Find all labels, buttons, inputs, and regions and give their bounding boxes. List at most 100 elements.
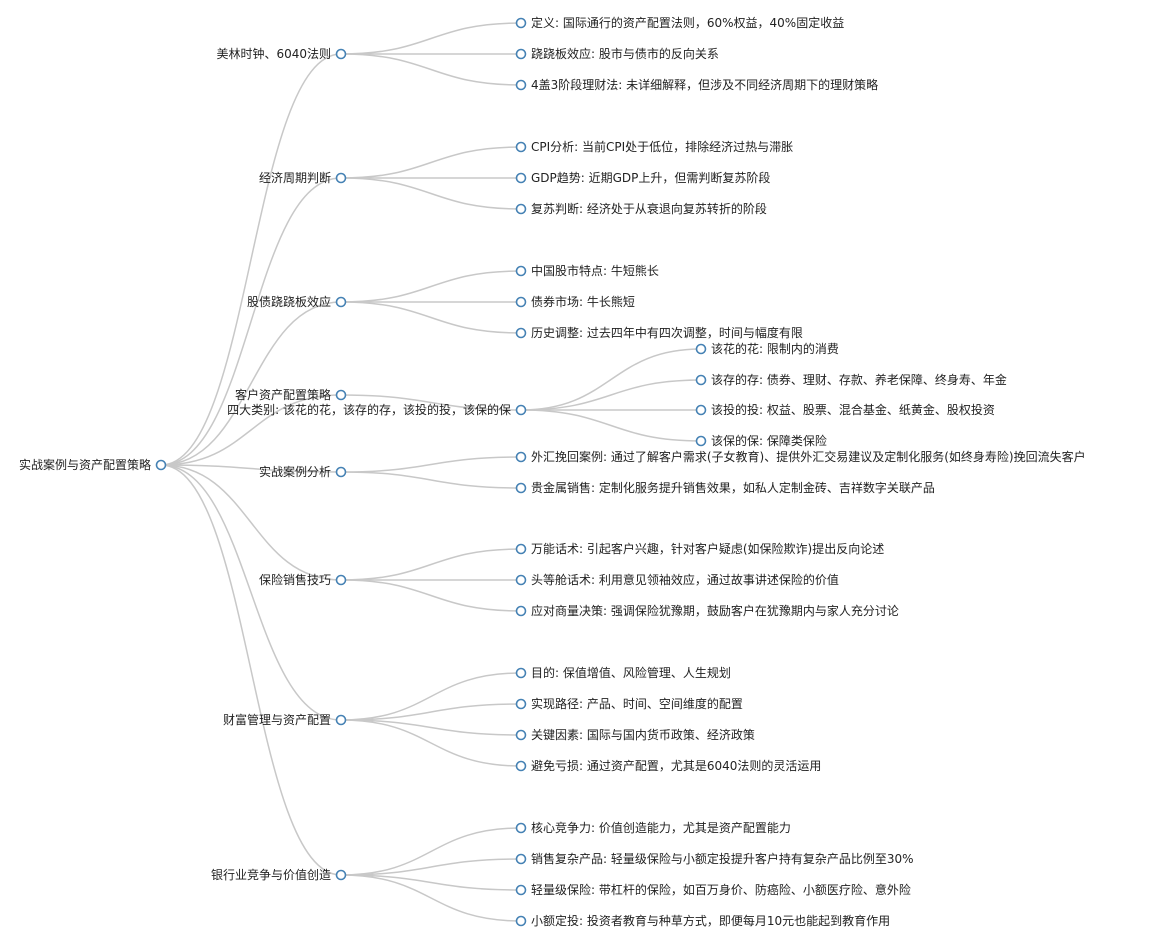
mindmap-node[interactable]: 实现路径: 产品、时间、空间维度的配置: [515, 696, 743, 711]
mindmap-node[interactable]: 历史调整: 过去四年中有四次调整，时间与幅度有限: [515, 325, 803, 340]
node-label: 核心竞争力: 价值创造能力，尤其是资产配置能力: [531, 820, 791, 835]
mindmap-node[interactable]: 核心竞争力: 价值创造能力，尤其是资产配置能力: [515, 820, 791, 835]
mindmap-link: [340, 874, 522, 922]
node-toggle-circle[interactable]: [515, 141, 527, 153]
mindmap-node[interactable]: 实战案例分析: [259, 464, 347, 479]
node-toggle-circle[interactable]: [515, 884, 527, 896]
node-toggle-circle[interactable]: [335, 714, 347, 726]
node-toggle-circle[interactable]: [515, 698, 527, 710]
mindmap-node[interactable]: 关键因素: 国际与国内货币政策、经济政策: [515, 727, 755, 742]
node-label: 跷跷板效应: 股市与债市的反向关系: [531, 46, 719, 61]
node-toggle-circle[interactable]: [335, 48, 347, 60]
node-toggle-circle[interactable]: [515, 915, 527, 927]
node-toggle-circle[interactable]: [515, 296, 527, 308]
node-label: 实现路径: 产品、时间、空间维度的配置: [531, 696, 743, 711]
mindmap-node[interactable]: GDP趋势: 近期GDP上升，但需判断复苏阶段: [515, 170, 771, 185]
node-label: 该存的存: 债券、理财、存款、养老保障、终身寿、年金: [711, 372, 1007, 387]
mindmap-node[interactable]: 避免亏损: 通过资产配置，尤其是6040法则的灵活运用: [515, 758, 822, 773]
mindmap-node[interactable]: 4盖3阶段理财法: 未详细解释，但涉及不同经济周期下的理财策略: [515, 77, 879, 92]
mindmap-node[interactable]: 该存的存: 债券、理财、存款、养老保障、终身寿、年金: [695, 372, 1007, 387]
node-toggle-circle[interactable]: [515, 172, 527, 184]
mindmap-node[interactable]: 该投的投: 权益、股票、混合基金、纸黄金、股权投资: [695, 402, 995, 417]
node-label: 四大类别: 该花的花，该存的存，该投的投，该保的保: [227, 402, 511, 417]
node-toggle-circle[interactable]: [695, 343, 707, 355]
mindmap-node[interactable]: 债券市场: 牛长熊短: [515, 294, 635, 309]
node-toggle-circle[interactable]: [515, 404, 527, 416]
mindmap-node[interactable]: CPI分析: 当前CPI处于低位，排除经济过热与滞胀: [515, 139, 794, 154]
node-toggle-circle[interactable]: [515, 265, 527, 277]
node-label: 债券市场: 牛长熊短: [531, 294, 635, 309]
node-label: 贵金属销售: 定制化服务提升销售效果，如私人定制金砖、吉祥数字关联产品: [531, 480, 935, 495]
node-toggle-circle[interactable]: [515, 729, 527, 741]
mindmap-node[interactable]: 应对商量决策: 强调保险犹豫期，鼓励客户在犹豫期内与家人充分讨论: [515, 603, 899, 618]
mindmap-node[interactable]: 万能话术: 引起客户兴趣，针对客户疑虑(如保险欺诈)提出反向论述: [515, 541, 885, 556]
mindmap-node[interactable]: 保险销售技巧: [259, 572, 347, 587]
mindmap-node[interactable]: 定义: 国际通行的资产配置法则，60%权益，40%固定收益: [515, 15, 845, 30]
node-toggle-circle[interactable]: [515, 17, 527, 29]
mindmap-link: [340, 177, 522, 210]
node-toggle-circle[interactable]: [335, 574, 347, 586]
mindmap-links: [160, 22, 702, 922]
mindmap-node[interactable]: 该花的花: 限制内的消费: [695, 341, 839, 356]
node-toggle-circle[interactable]: [335, 172, 347, 184]
node-label: 销售复杂产品: 轻量级保险与小额定投提升客户持有复杂产品比例至30%: [531, 851, 914, 866]
mindmap-node[interactable]: 轻量级保险: 带杠杆的保险，如百万身价、防癌险、小额医疗险、意外险: [515, 882, 911, 897]
node-label: 美林时钟、6040法则: [216, 46, 331, 61]
node-toggle-circle[interactable]: [515, 667, 527, 679]
mindmap-link: [340, 548, 522, 581]
node-toggle-circle[interactable]: [335, 869, 347, 881]
mindmap-node[interactable]: 客户资产配置策略: [235, 387, 347, 402]
mindmap-node[interactable]: 小额定投: 投资者教育与种草方式，即便每月10元也能起到教育作用: [515, 913, 891, 928]
mindmap-link: [160, 301, 342, 466]
mindmap-link: [340, 827, 522, 876]
node-toggle-circle[interactable]: [515, 203, 527, 215]
mindmap-node[interactable]: 美林时钟、6040法则: [216, 46, 347, 61]
node-toggle-circle[interactable]: [695, 435, 707, 447]
mindmap-node[interactable]: 目的: 保值增值、风险管理、人生规划: [515, 665, 731, 680]
node-label: 历史调整: 过去四年中有四次调整，时间与幅度有限: [531, 325, 803, 340]
mindmap-link: [160, 464, 342, 473]
node-toggle-circle[interactable]: [335, 389, 347, 401]
mindmap-node[interactable]: 外汇挽回案例: 通过了解客户需求(子女教育)、提供外汇交易建议及定制化服务(如终…: [515, 449, 1086, 464]
node-toggle-circle[interactable]: [515, 48, 527, 60]
mindmap-node[interactable]: 中国股市特点: 牛短熊长: [515, 263, 659, 278]
node-label: 保险销售技巧: [259, 572, 331, 587]
mindmap-link: [340, 394, 522, 411]
node-toggle-circle[interactable]: [515, 822, 527, 834]
node-toggle-circle[interactable]: [335, 466, 347, 478]
mindmap-node[interactable]: 销售复杂产品: 轻量级保险与小额定投提升客户持有复杂产品比例至30%: [515, 851, 914, 866]
mindmap-root-node[interactable]: 实战案例与资产配置策略: [19, 457, 167, 472]
node-toggle-circle[interactable]: [695, 374, 707, 386]
node-toggle-circle[interactable]: [515, 760, 527, 772]
node-toggle-circle[interactable]: [155, 459, 167, 471]
node-toggle-circle[interactable]: [335, 296, 347, 308]
node-toggle-circle[interactable]: [695, 404, 707, 416]
mindmap-node[interactable]: 复苏判断: 经济处于从衰退向复苏转折的阶段: [515, 201, 767, 216]
mindmap-link: [340, 270, 522, 303]
mindmap-node[interactable]: 经济周期判断: [259, 170, 347, 185]
mindmap-node[interactable]: 财富管理与资产配置: [223, 712, 347, 727]
node-label: 避免亏损: 通过资产配置，尤其是6040法则的灵活运用: [531, 758, 821, 773]
node-toggle-circle[interactable]: [515, 605, 527, 617]
mindmap-node[interactable]: 四大类别: 该花的花，该存的存，该投的投，该保的保: [227, 402, 527, 417]
node-toggle-circle[interactable]: [515, 853, 527, 865]
node-label: 实战案例与资产配置策略: [19, 457, 151, 472]
node-toggle-circle[interactable]: [515, 451, 527, 463]
node-label: 轻量级保险: 带杠杆的保险，如百万身价、防癌险、小额医疗险、意外险: [531, 882, 911, 897]
mindmap-node[interactable]: 头等舱话术: 利用意见领袖效应，通过故事讲述保险的价值: [515, 572, 839, 587]
node-label: 关键因素: 国际与国内货币政策、经济政策: [531, 727, 755, 742]
node-toggle-circle[interactable]: [515, 79, 527, 91]
mindmap-node[interactable]: 跷跷板效应: 股市与债市的反向关系: [515, 46, 719, 61]
node-toggle-circle[interactable]: [515, 574, 527, 586]
mindmap-node[interactable]: 银行业竞争与价值创造: [211, 867, 347, 882]
node-toggle-circle[interactable]: [515, 543, 527, 555]
mindmap-node[interactable]: 股债跷跷板效应: [247, 294, 347, 309]
node-toggle-circle[interactable]: [515, 327, 527, 339]
mindmap-node[interactable]: 该保的保: 保障类保险: [695, 433, 827, 448]
mindmap-link: [160, 464, 342, 721]
mindmap-node[interactable]: 贵金属销售: 定制化服务提升销售效果，如私人定制金砖、吉祥数字关联产品: [515, 480, 935, 495]
node-label: 银行业竞争与价值创造: [211, 867, 331, 882]
node-toggle-circle[interactable]: [515, 482, 527, 494]
node-label: 中国股市特点: 牛短熊长: [531, 263, 659, 278]
